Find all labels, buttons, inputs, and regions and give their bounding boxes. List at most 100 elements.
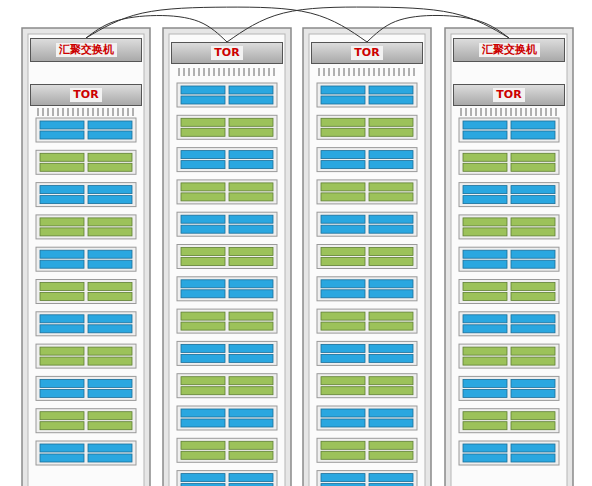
server-chassis	[36, 280, 136, 304]
drive-bay	[181, 128, 225, 136]
drive-bay	[181, 290, 225, 298]
patch-cable	[546, 108, 547, 116]
drive-bay	[88, 347, 132, 355]
drive-bay	[463, 454, 507, 462]
drive-bay	[229, 86, 273, 94]
server-chassis	[317, 148, 417, 172]
switch-label: 汇聚交换机	[479, 43, 540, 57]
drive-bay	[369, 419, 413, 427]
drive-bay	[40, 357, 84, 365]
patch-cable	[319, 68, 320, 76]
server-chassis	[459, 183, 559, 207]
drive-bay	[88, 454, 132, 462]
server-unit	[177, 406, 277, 430]
patch-cable	[123, 108, 124, 116]
patch-cable	[481, 108, 482, 116]
patch-cable	[48, 108, 49, 116]
drive-bay	[369, 96, 413, 104]
rack-interior	[309, 34, 425, 486]
drive-bay	[321, 183, 365, 191]
drive-bay	[40, 283, 84, 291]
server-unit	[36, 150, 136, 174]
server-unit	[459, 118, 559, 142]
patch-cable	[324, 68, 325, 76]
patch-cable	[108, 108, 109, 116]
drive-bay	[369, 128, 413, 136]
drive-bay	[229, 484, 273, 486]
drive-bay	[321, 258, 365, 266]
drive-bay	[511, 389, 555, 397]
server-chassis	[317, 83, 417, 107]
patch-cable	[53, 108, 54, 116]
drive-bay	[321, 441, 365, 449]
drive-bay	[181, 484, 225, 486]
drive-bay	[321, 377, 365, 385]
server-chassis	[459, 247, 559, 271]
patch-cable	[471, 108, 472, 116]
patch-cable	[414, 68, 415, 76]
drive-bay	[181, 387, 225, 395]
server-unit	[36, 280, 136, 304]
server-chassis	[36, 344, 136, 368]
server-chassis	[36, 409, 136, 433]
server-chassis	[177, 438, 277, 462]
drive-bay	[40, 153, 84, 161]
patch-cable	[179, 68, 180, 76]
drive-bay	[88, 444, 132, 452]
drive-bay	[229, 419, 273, 427]
switch-label: TOR	[70, 88, 101, 102]
patch-cable	[269, 68, 270, 76]
switch-box: TOR	[171, 42, 283, 64]
server-unit	[459, 409, 559, 433]
drive-bay	[88, 379, 132, 387]
drive-bay	[369, 290, 413, 298]
drive-bay	[321, 354, 365, 362]
server-unit	[177, 309, 277, 333]
drive-bay	[369, 344, 413, 352]
drive-bay	[321, 322, 365, 330]
drive-bay	[321, 344, 365, 352]
patch-cable	[219, 68, 220, 76]
drive-bay	[88, 228, 132, 236]
patch-cable	[349, 68, 350, 76]
server-unit	[177, 212, 277, 236]
drive-bay	[369, 215, 413, 223]
server-chassis	[317, 277, 417, 301]
server-chassis	[36, 183, 136, 207]
drive-bay	[511, 250, 555, 258]
drive-bay	[40, 315, 84, 323]
patch-cable	[264, 68, 265, 76]
drive-bay	[181, 248, 225, 256]
drive-bay	[369, 193, 413, 201]
switch-box: 汇聚交换机	[453, 38, 565, 62]
patch-cable	[486, 108, 487, 116]
drive-bay	[321, 118, 365, 126]
server-chassis	[459, 312, 559, 336]
patch-cable	[364, 68, 365, 76]
drive-bay	[181, 322, 225, 330]
rack-interior	[169, 34, 285, 486]
drive-bay	[321, 193, 365, 201]
server-unit	[177, 438, 277, 462]
drive-bay	[40, 196, 84, 204]
drive-bay	[511, 163, 555, 171]
drive-bay	[88, 422, 132, 430]
patch-cable	[234, 68, 235, 76]
patch-cable	[259, 68, 260, 76]
patch-cable	[389, 68, 390, 76]
patch-cable	[369, 68, 370, 76]
server-chassis	[36, 441, 136, 465]
patch-cable	[249, 68, 250, 76]
server-chassis	[177, 309, 277, 333]
drive-bay	[181, 354, 225, 362]
drive-bay	[463, 228, 507, 236]
uplink-cable	[86, 7, 367, 42]
drive-bay	[463, 325, 507, 333]
drive-bay	[40, 121, 84, 129]
uplink-cable	[227, 7, 509, 42]
patch-cable	[339, 68, 340, 76]
drive-bay	[369, 161, 413, 169]
server-chassis	[36, 312, 136, 336]
drive-bay	[463, 218, 507, 226]
